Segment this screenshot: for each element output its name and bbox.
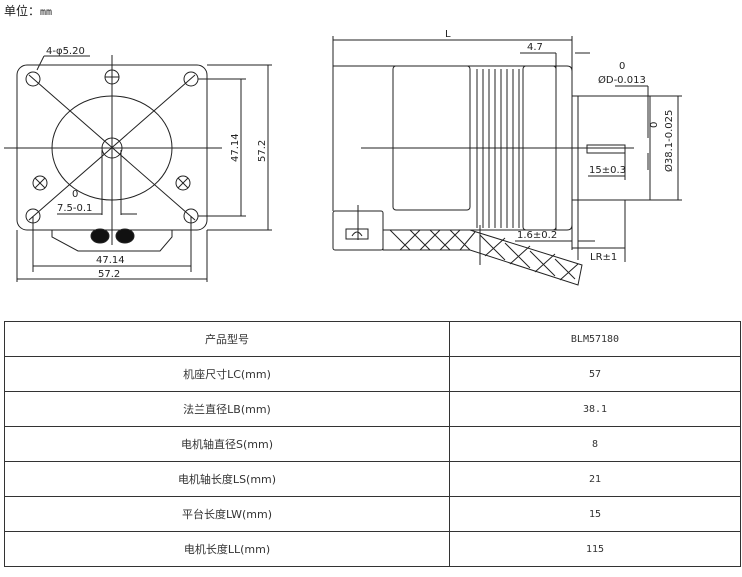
row-value: 21: [449, 461, 741, 497]
screw-icon: [104, 69, 120, 85]
shaft-key: [586, 144, 626, 154]
row-label: 电机长度LL(mm): [4, 531, 450, 567]
connector-outline: [51, 230, 173, 252]
row-label: 法兰直径LB(mm): [4, 391, 450, 427]
row-label: 电机轴长度LS(mm): [4, 461, 450, 497]
screw-icon: [32, 175, 48, 191]
key-length-label: 15±0.3: [589, 165, 626, 176]
flat-label: 7.5-0.1: [57, 203, 92, 214]
connector-pin: [90, 228, 110, 244]
table-row: 电机轴长度LS(mm)21: [4, 461, 741, 497]
flat-tol-label: 0: [72, 189, 78, 200]
motor-dimension-drawing: 4-φ5.20 47.14 57.2 0 7.5-0.1 47.14 57.2 …: [4, 29, 682, 286]
spigot-diameter-label: Ø38.1-0.025: [663, 110, 675, 172]
table-row: 法兰直径LB(mm)38.1: [4, 391, 741, 427]
table-row: 电机长度LL(mm)115: [4, 531, 741, 567]
row-value: BLM57180: [449, 321, 741, 357]
shaft-diameter-label: ØD-0.013: [598, 74, 646, 86]
row-value: 57: [449, 356, 741, 392]
height-v-label: 57.2: [257, 140, 268, 162]
holes-label: 4-φ5.20: [46, 46, 85, 57]
connector-pin: [115, 228, 135, 244]
row-value: 115: [449, 531, 741, 567]
flange-thickness-label: 4.7: [527, 42, 543, 53]
row-value: 8: [449, 426, 741, 462]
table-row: 平台长度LW(mm)15: [4, 496, 741, 532]
table-row: 电机轴直径S(mm)8: [4, 426, 741, 462]
unit-value: mm: [40, 7, 53, 18]
front-view: 4-φ5.20 47.14 57.2 0 7.5-0.1 47.14 57.2: [4, 46, 272, 282]
side-view: 4.7 L 0 ØD-0.013 0 Ø38.1-0.025 15±0.3 1.…: [332, 29, 682, 286]
length-label: L: [445, 29, 451, 40]
spigot-height-label: 1.6±0.2: [517, 230, 557, 241]
shaft-tol-label: 0: [619, 61, 625, 72]
row-label: 产品型号: [4, 321, 450, 357]
screw-icon: [175, 175, 191, 191]
unit-label: 单位：: [4, 4, 41, 18]
table-row: 机座尺寸LC(mm)57: [4, 356, 741, 392]
unit-note: 单位：mm: [4, 2, 52, 19]
row-label: 平台长度LW(mm): [4, 496, 450, 532]
width-h-label: 57.2: [98, 269, 120, 280]
spigot-tol-label: 0: [649, 122, 660, 128]
pitch-h-label: 47.14: [96, 255, 125, 266]
shaft-length-label: LR±1: [590, 252, 617, 263]
connector-housing: [332, 205, 384, 251]
cable-sleeve: [382, 225, 583, 286]
row-value: 38.1: [449, 391, 741, 427]
row-label: 电机轴直径S(mm): [4, 426, 450, 462]
pitch-v-label: 47.14: [230, 133, 241, 162]
row-value: 15: [449, 496, 741, 532]
mount-hole: [25, 71, 41, 87]
row-label: 机座尺寸LC(mm): [4, 356, 450, 392]
